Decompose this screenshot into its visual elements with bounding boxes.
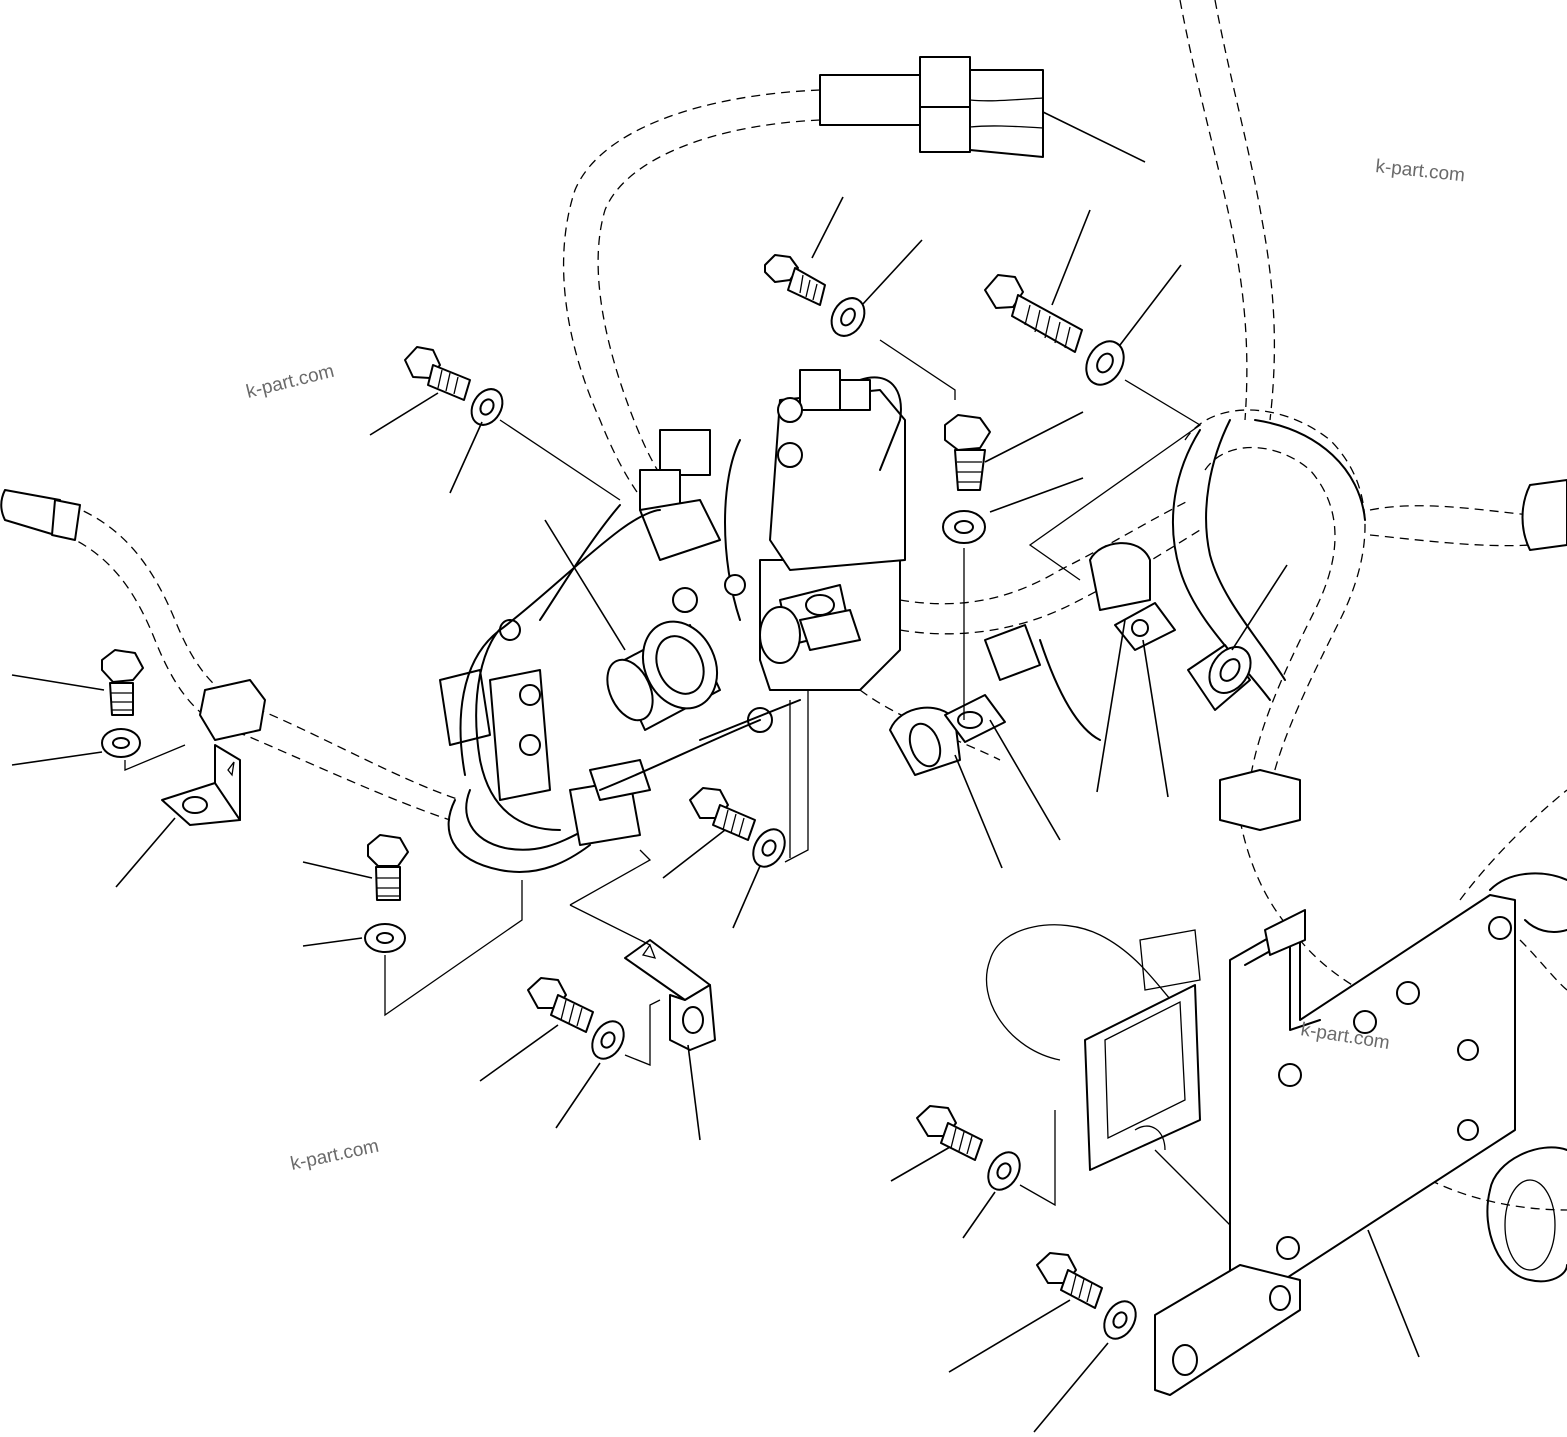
washer-6 [364,923,406,953]
washer-1 [830,297,866,337]
washer-9 [987,1151,1021,1191]
controller-unit [985,924,1201,1171]
left-end-connector [0,489,81,541]
valve-assembly [439,369,906,846]
bolt-1 [764,254,826,306]
mounting-plate [1154,894,1516,1396]
bracket-center [624,939,716,1051]
bolt-6 [367,834,409,901]
washer-8 [591,1020,625,1060]
bolt-9 [916,1105,983,1161]
bolt-4 [944,414,991,491]
watermark-text: k-part.com [1374,156,1465,186]
washer-3 [470,388,504,426]
leader-lines [11,111,1420,1433]
top-connector [819,56,1044,158]
watermark-text: k-part.com [244,361,336,403]
washer-10 [1103,1300,1137,1340]
clamps [199,542,1301,831]
bolt-8 [527,977,594,1033]
right-end-connector [1521,479,1567,551]
bolt-3 [404,346,471,401]
spacer-collar [1187,644,1252,711]
watermark-text: k-part.com [289,1136,381,1175]
washers [101,297,1137,1340]
bracket-right-clamp [944,602,1176,743]
bolt-10 [1036,1252,1103,1309]
bolt-5 [101,649,144,716]
bracket-left [161,744,241,826]
washer-5 [101,728,141,758]
bolt-7 [689,787,756,841]
bolts [101,254,1103,1309]
bolt-2 [984,274,1083,353]
bottom-right-part [1486,872,1567,1283]
washer-7 [752,828,786,868]
washer-2 [1085,340,1125,386]
washer-4 [942,510,986,544]
brackets [161,602,1252,1051]
harness-dashed-routing [64,0,1567,1211]
